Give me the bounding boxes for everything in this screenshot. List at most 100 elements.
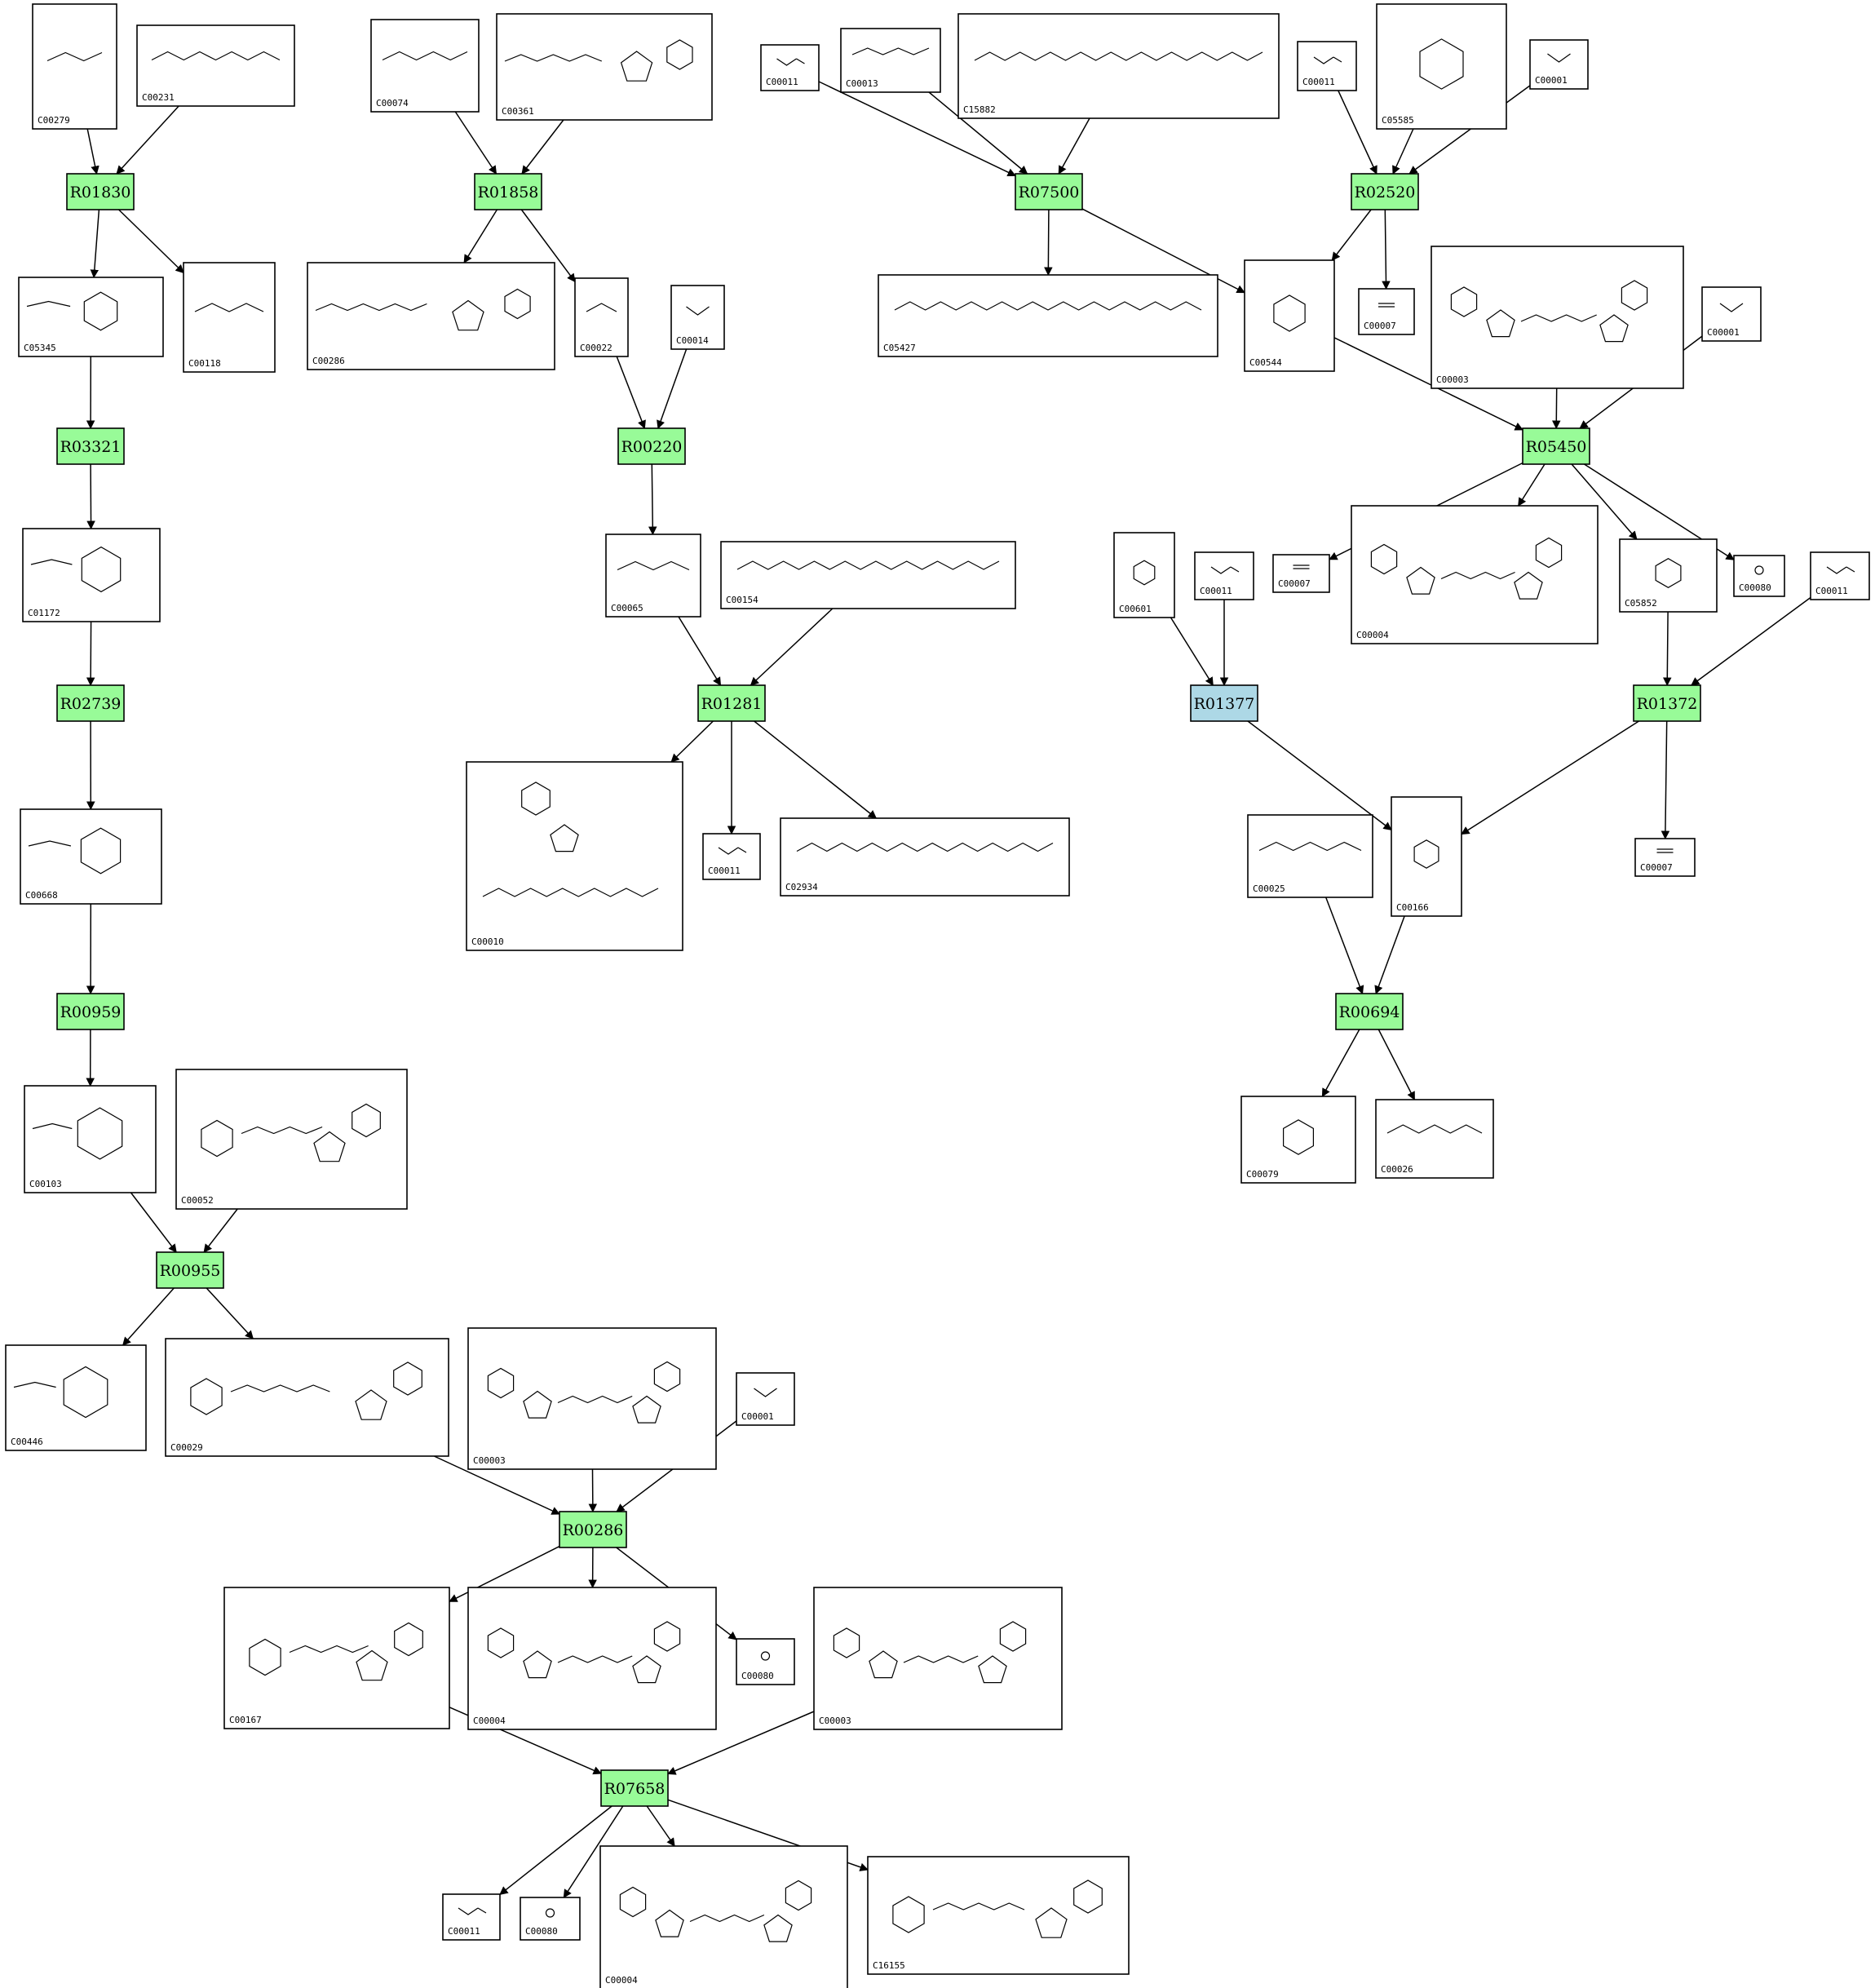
reaction-edge <box>563 1805 624 1898</box>
reaction-node[interactable]: R01372 <box>1633 684 1701 722</box>
compound-node[interactable]: C00007 <box>1272 554 1330 593</box>
compound-node[interactable]: C00004 <box>599 1845 848 1988</box>
compound-node[interactable]: C00079 <box>1240 1096 1356 1184</box>
compound-node[interactable]: C00080 <box>736 1638 795 1685</box>
reaction-id-label: R03321 <box>60 438 122 456</box>
reaction-node[interactable]: R07658 <box>600 1769 669 1807</box>
reaction-id-label: R01858 <box>478 184 539 201</box>
reaction-edge <box>667 1711 815 1775</box>
compound-id-label: C00007 <box>1640 862 1673 873</box>
reaction-edge <box>657 348 688 429</box>
reaction-edge <box>1324 897 1364 994</box>
compound-node[interactable]: C00011 <box>1194 551 1254 600</box>
compound-node[interactable]: C05427 <box>878 274 1218 357</box>
compound-node[interactable]: C00052 <box>175 1069 408 1210</box>
reaction-edge <box>1661 720 1670 840</box>
reaction-id-label: R01830 <box>70 184 131 201</box>
reaction-edge <box>1058 117 1090 175</box>
compound-node[interactable]: C00544 <box>1244 259 1335 372</box>
compound-node[interactable]: C00011 <box>760 44 820 91</box>
compound-node[interactable]: C00154 <box>720 541 1016 609</box>
reaction-node[interactable]: R00955 <box>156 1251 224 1289</box>
compound-node[interactable]: C00014 <box>670 285 725 350</box>
compound-node[interactable]: C00279 <box>32 3 117 130</box>
reaction-node[interactable]: R00286 <box>559 1511 627 1548</box>
reaction-edge <box>1374 915 1405 994</box>
reaction-node[interactable]: R00694 <box>1335 993 1404 1030</box>
compound-node[interactable]: C00231 <box>136 24 295 107</box>
compound-node[interactable]: C00118 <box>183 262 276 373</box>
compound-node[interactable]: C00103 <box>24 1085 157 1193</box>
compound-node[interactable]: C00286 <box>307 262 555 370</box>
reaction-node[interactable]: R01858 <box>474 173 542 210</box>
compound-node[interactable]: C15882 <box>957 13 1280 119</box>
compound-node[interactable]: C00074 <box>370 19 480 113</box>
reaction-node[interactable]: R05450 <box>1522 427 1590 465</box>
compound-node[interactable]: C00007 <box>1358 288 1415 335</box>
compound-id-label: C00025 <box>1253 883 1285 894</box>
compound-node[interactable]: C05345 <box>18 277 164 357</box>
compound-node[interactable]: C00011 <box>1297 41 1357 91</box>
compound-node[interactable]: C00361 <box>496 13 713 121</box>
reaction-node[interactable]: R02520 <box>1351 173 1419 210</box>
compound-node[interactable]: C00029 <box>165 1338 449 1457</box>
reaction-id-label: R05450 <box>1526 438 1587 456</box>
compound-node[interactable]: C00001 <box>1701 286 1762 342</box>
compound-node[interactable]: C00011 <box>442 1893 501 1941</box>
compound-id-label: C00446 <box>11 1437 43 1447</box>
compound-node[interactable]: C00167 <box>223 1587 450 1729</box>
reaction-edge <box>1552 387 1561 430</box>
compound-node[interactable]: C00446 <box>5 1344 147 1451</box>
compound-node[interactable]: C00080 <box>1733 555 1785 597</box>
reaction-node[interactable]: R01830 <box>66 173 135 210</box>
reaction-node[interactable]: R07500 <box>1015 173 1083 210</box>
compound-node[interactable]: C01172 <box>22 528 161 622</box>
compound-node[interactable]: C05585 <box>1376 3 1507 130</box>
reaction-node[interactable]: R01281 <box>697 684 766 722</box>
compound-id-label: C00065 <box>611 603 643 613</box>
compound-id-label: C00022 <box>580 343 612 353</box>
compound-id-label: C00004 <box>605 1975 638 1986</box>
compound-node[interactable]: C00001 <box>1529 39 1589 90</box>
compound-node[interactable]: C00011 <box>702 833 761 880</box>
compound-node[interactable]: C00166 <box>1391 796 1462 917</box>
reaction-edge <box>1663 611 1672 687</box>
reaction-node[interactable]: R00220 <box>617 427 686 465</box>
compound-node[interactable]: C00026 <box>1375 1099 1494 1179</box>
reaction-edge <box>1691 596 1811 686</box>
reaction-node[interactable]: R03321 <box>56 427 125 465</box>
compound-id-label: C00004 <box>1356 630 1389 640</box>
reaction-edge <box>206 1287 254 1339</box>
compound-node[interactable]: C16155 <box>867 1856 1130 1975</box>
compound-node[interactable]: C00668 <box>20 808 162 905</box>
reaction-node[interactable]: R01377 <box>1190 684 1258 722</box>
compound-node[interactable]: C00022 <box>574 277 629 357</box>
compound-node[interactable]: C05852 <box>1619 538 1718 613</box>
reaction-id-label: R07658 <box>604 1780 666 1798</box>
compound-node[interactable]: C00007 <box>1634 838 1696 877</box>
compound-id-label: C00080 <box>525 1926 558 1937</box>
compound-node[interactable]: C00013 <box>840 28 941 93</box>
compound-node[interactable]: C00065 <box>605 534 701 618</box>
compound-node[interactable]: C00003 <box>1431 246 1684 389</box>
reaction-edge <box>928 91 1028 175</box>
reaction-node[interactable]: R02739 <box>56 684 125 722</box>
compound-node[interactable]: C00080 <box>520 1897 581 1941</box>
compound-node[interactable]: C00003 <box>467 1327 717 1470</box>
compound-node[interactable]: C00001 <box>736 1372 795 1426</box>
reaction-edge <box>1518 463 1546 507</box>
compound-node[interactable]: C00004 <box>1351 505 1599 644</box>
compound-node[interactable]: C00011 <box>1810 551 1870 600</box>
compound-node[interactable]: C00601 <box>1113 532 1175 618</box>
compound-node[interactable]: C00003 <box>813 1587 1063 1730</box>
compound-id-label: C00013 <box>846 78 878 89</box>
compound-node[interactable]: C00025 <box>1247 814 1373 898</box>
compound-id-label: C00668 <box>25 890 58 901</box>
compound-node[interactable]: C00004 <box>467 1587 717 1730</box>
compound-id-label: C01172 <box>28 608 60 618</box>
reaction-edge <box>1081 208 1245 294</box>
compound-id-label: C00103 <box>29 1179 62 1189</box>
reaction-node[interactable]: R00959 <box>56 993 125 1030</box>
compound-node[interactable]: C00010 <box>466 761 683 951</box>
compound-node[interactable]: C02934 <box>780 817 1070 897</box>
